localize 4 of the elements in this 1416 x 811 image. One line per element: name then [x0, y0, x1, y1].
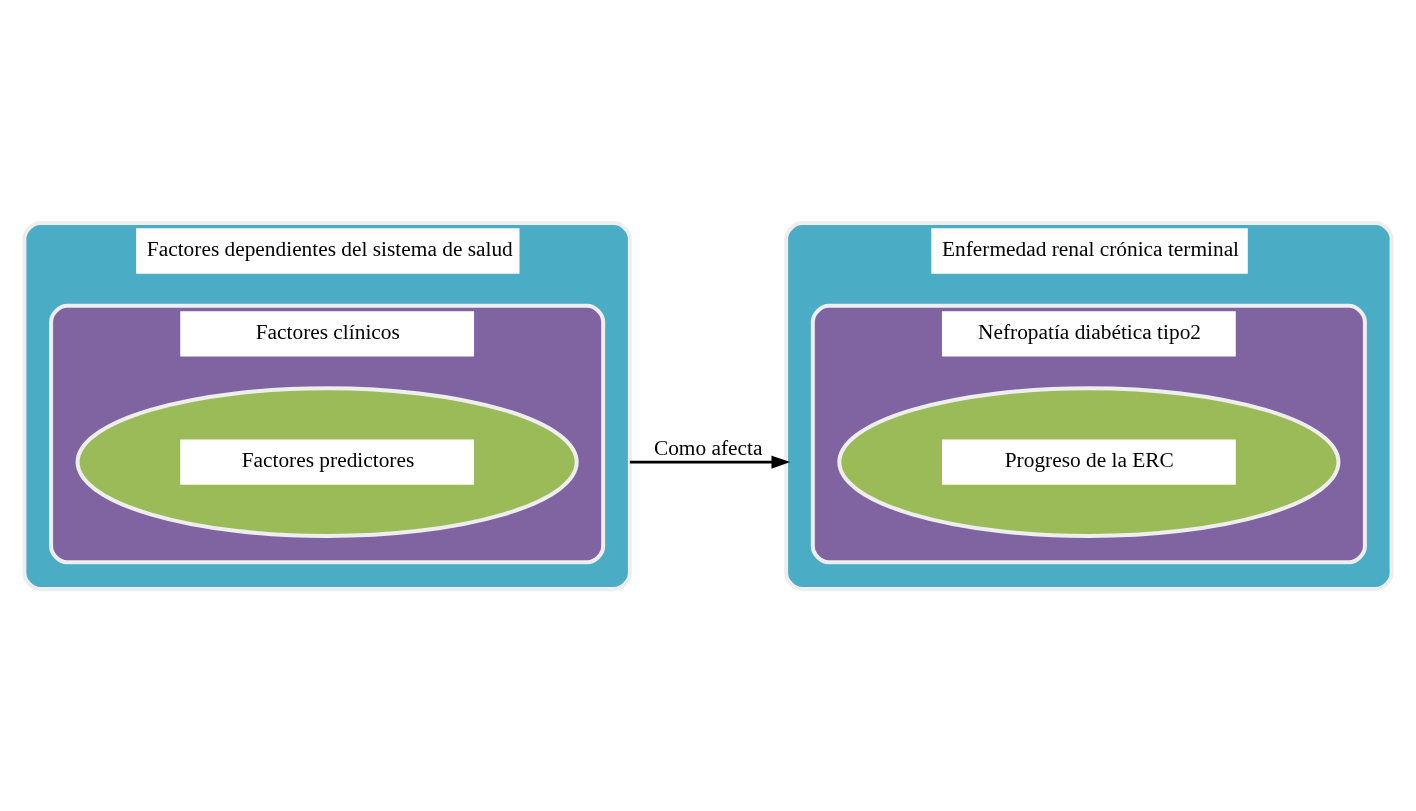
node-ellipse: Progreso de la ERC — [837, 385, 1341, 538]
arrow — [629, 455, 791, 469]
edge-label: Como afecta — [653, 435, 763, 460]
node-ellipse: Factores predictores — [75, 385, 579, 538]
